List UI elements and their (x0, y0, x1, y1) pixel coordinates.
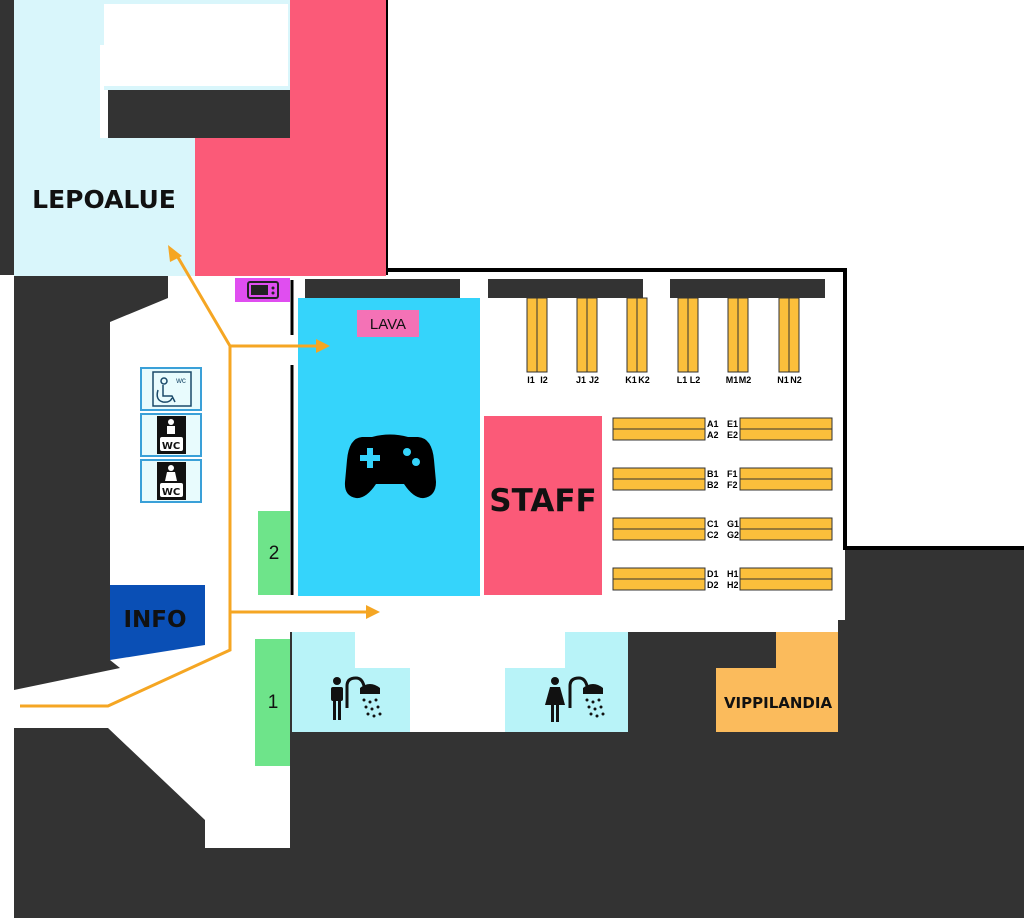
arrow-head-seats (366, 605, 380, 619)
wall-bottom-left (14, 728, 290, 918)
seat-label: M1 (726, 375, 739, 385)
wall-seat-bar-2 (670, 279, 825, 298)
rest-area-label: LEPOALUE (32, 185, 176, 214)
accessible-wc-icon[interactable]: wc (140, 367, 202, 411)
seat-label: B1 (707, 469, 719, 479)
info-label: INFO (123, 607, 186, 633)
stage[interactable] (357, 310, 419, 337)
svg-text:WC: WC (162, 441, 180, 452)
seat-label: I2 (540, 375, 548, 385)
seat-label: F1 (727, 469, 738, 479)
seat-label: E1 (727, 419, 738, 429)
seat-label: N2 (790, 375, 802, 385)
men-shower-room[interactable] (292, 632, 410, 732)
door-2-label: 2 (269, 543, 280, 564)
microwave-icon (247, 281, 279, 299)
route-arrows (20, 253, 370, 708)
seat-label: C1 (707, 519, 719, 529)
seat-label: A1 (707, 419, 719, 429)
wall-bottom-right (290, 548, 1024, 918)
wall-left-block (14, 276, 168, 690)
wall-top-bar (108, 90, 290, 138)
arrow-head-rest (168, 245, 182, 262)
men-wc-icon[interactable]: WC (140, 413, 202, 457)
staff-area[interactable] (484, 416, 602, 595)
seat-label: J1 (576, 375, 586, 385)
svg-text:WC: WC (162, 487, 180, 498)
info-desk[interactable] (110, 585, 205, 660)
men-shower-icon (331, 676, 382, 720)
staff-upper-block (195, 0, 386, 276)
women-shower-room[interactable] (505, 632, 628, 732)
seat-label: M2 (739, 375, 752, 385)
vip-label: VIPPILANDIA (724, 694, 833, 712)
arrow-head-stage (316, 339, 330, 353)
seat-label: H1 (727, 569, 739, 579)
seat-label: G2 (727, 530, 739, 540)
door-2[interactable] (258, 511, 290, 595)
seat-label: J2 (589, 375, 599, 385)
seat-label: H2 (727, 580, 739, 590)
stage-label: LAVA (370, 316, 406, 333)
seat-label: B2 (707, 480, 719, 490)
arrow-heads (168, 245, 380, 619)
gamepad-icon (344, 434, 436, 499)
wall-stage-bar (305, 279, 460, 298)
seat-label: C2 (707, 530, 719, 540)
seat-label: G1 (727, 519, 739, 529)
women-wc-icon[interactable]: WC (140, 459, 202, 503)
vip-area[interactable] (716, 632, 838, 732)
seat-label: L1 (677, 375, 688, 385)
seat-label: I1 (527, 375, 535, 385)
women-shower-icon (545, 676, 605, 722)
seat-label: L2 (690, 375, 701, 385)
svg-text:wc: wc (175, 376, 186, 385)
door-1[interactable] (255, 639, 290, 766)
wall-top-left (0, 0, 14, 275)
seat-label: N1 (777, 375, 789, 385)
seat-label: F2 (727, 480, 738, 490)
wall-outline-right (386, 268, 1024, 550)
seat-label: K2 (638, 375, 650, 385)
route-main (20, 253, 232, 708)
wall-seat-bar-1 (488, 279, 643, 298)
seat-pair-i1[interactable]: I1 I2 (526, 297, 548, 385)
seat-label: E2 (727, 430, 738, 440)
seat-label: K1 (625, 375, 637, 385)
door-1-label: 1 (268, 692, 279, 713)
seat-label: D1 (707, 569, 719, 579)
seat-label: A2 (707, 430, 719, 440)
seat-label: D2 (707, 580, 719, 590)
rest-area-cutout (104, 4, 288, 86)
staff-label: STAFF (489, 483, 596, 519)
